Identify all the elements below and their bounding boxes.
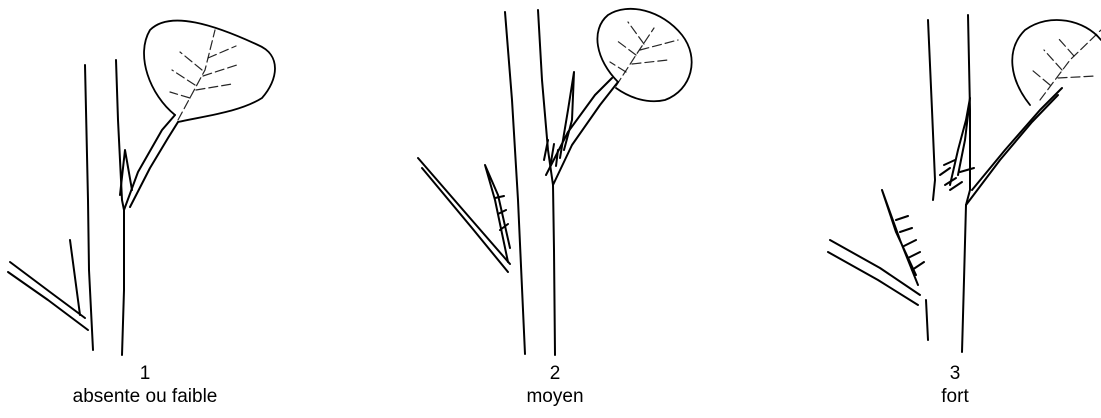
leaf-veins: [610, 22, 678, 72]
leaf-midrib: [1040, 30, 1101, 100]
stem-left-edge: [85, 65, 93, 350]
branch-upper-left: [966, 95, 1058, 205]
leaf-midrib: [178, 30, 215, 120]
panel-2-label: moyen: [420, 385, 690, 408]
panel-2-caption: 2 moyen: [420, 362, 690, 408]
stem-left-edge: [505, 12, 525, 354]
branch-upper-left: [124, 115, 175, 210]
stem-lower-right-edge: [553, 185, 555, 355]
leaf-midrib: [616, 28, 654, 86]
stem-lower-right-edge: [122, 210, 124, 355]
branch-lower-bottom: [422, 168, 508, 272]
panel-2-drawing: [400, 0, 720, 360]
stem-left-edge-upper: [928, 20, 935, 200]
panel-1-drawing: [0, 0, 300, 360]
branch-upper-left: [553, 82, 618, 185]
leaf-veins: [1032, 38, 1096, 85]
stem-lower-right-edge: [962, 205, 966, 352]
leaf-outline: [144, 21, 275, 122]
panel-3-number: 3: [820, 362, 1090, 385]
panel-3-drawing: [800, 0, 1101, 360]
stem-left-edge-lower: [926, 300, 928, 340]
panel-1-caption: 1 absente ou faible: [0, 362, 290, 408]
branch-lower-top: [418, 158, 510, 264]
axillary-bud-lower: [70, 240, 80, 315]
panel-1-label: absente ou faible: [0, 385, 290, 408]
branch-lower-bottom: [828, 252, 918, 305]
branch-lower-top: [830, 240, 920, 295]
panel-1-number: 1: [0, 362, 290, 385]
panel-2-number: 2: [420, 362, 690, 385]
panel-3-caption: 3 fort: [820, 362, 1090, 408]
leaf-veins: [170, 46, 240, 98]
branch-upper-right: [130, 122, 178, 207]
panel-3-label: fort: [820, 385, 1090, 408]
leaf-outline: [597, 9, 691, 101]
